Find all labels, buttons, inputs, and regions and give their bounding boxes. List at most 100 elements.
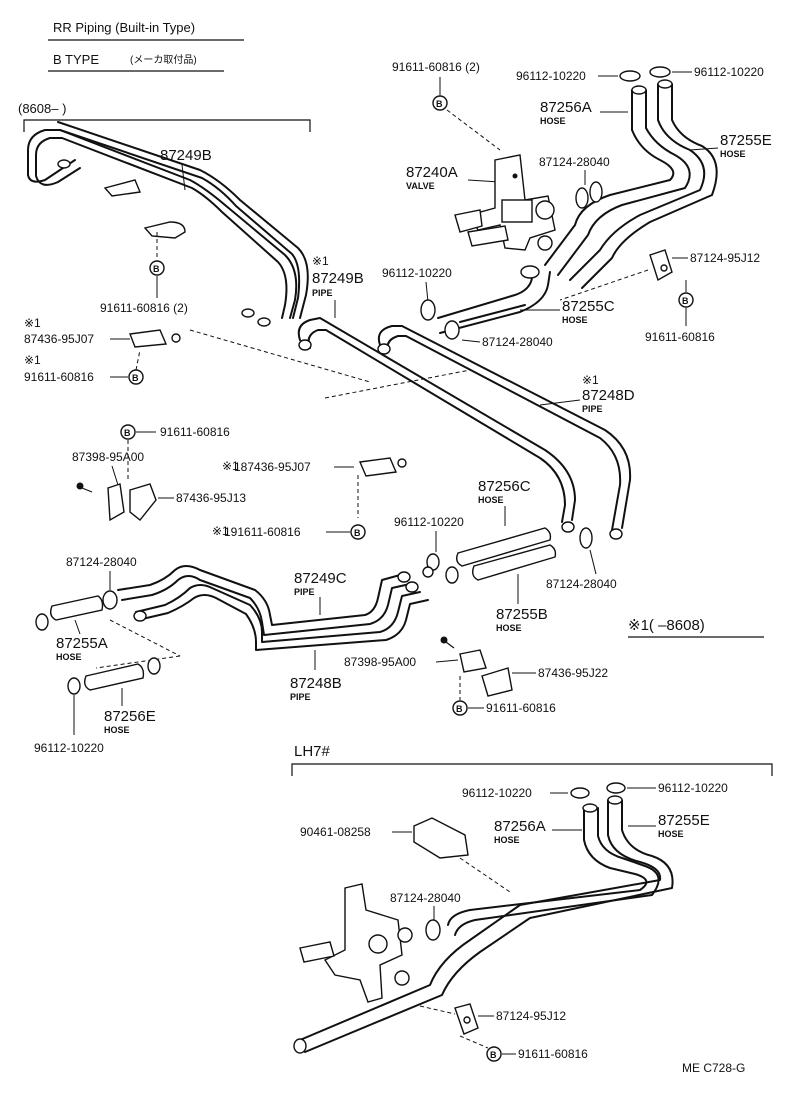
label-87124-28040-d: 87124-28040 — [66, 555, 137, 569]
label-87249b-upper: 87249B — [160, 147, 212, 164]
label-87436-95j07-left: 87436-95J07 — [24, 332, 94, 346]
range-lower: ※1( –8608) — [628, 617, 705, 634]
label-87124-95j12-top: 87124-95J12 — [690, 251, 760, 265]
label-96112-10220-c: 96112-10220 — [394, 515, 464, 529]
label-87124-28040-c: 87124-28040 — [546, 577, 617, 591]
type-label: B TYPE — [53, 52, 99, 67]
label-96112-10220-tr: 96112-10220 — [694, 65, 764, 79]
label-96112-10220-tl: 96112-10220 — [516, 69, 586, 83]
svg-text:HOSE: HOSE — [562, 315, 588, 325]
svg-text:B: B — [132, 373, 139, 383]
svg-text:B: B — [153, 264, 160, 274]
label-91611-60816-c: 91611-60816 — [160, 425, 230, 439]
hose-87255b — [471, 544, 557, 581]
pipe-87249c-87248b — [117, 565, 429, 651]
range-lh7: LH7# — [294, 743, 331, 760]
label-87240a: 87240A — [406, 164, 458, 181]
svg-text:※1: ※1 — [212, 524, 229, 538]
label-87255b: 87255B — [496, 606, 548, 623]
bracket-87436-95j13 — [107, 483, 125, 522]
clamp-87436-95j07 — [129, 329, 168, 348]
label-87248d: 87248D — [582, 387, 635, 404]
svg-text:B: B — [456, 704, 463, 714]
range-upper: (8608– ) — [18, 101, 66, 116]
svg-text:HOSE: HOSE — [720, 149, 746, 159]
svg-text:※1: ※1 — [222, 459, 239, 473]
hose-87256a-87255e — [544, 79, 718, 289]
svg-text:※1: ※1 — [582, 373, 599, 387]
label-87255c: 87255C — [562, 298, 615, 315]
svg-text:HOSE: HOSE — [56, 652, 82, 662]
label-87124-28040-b: 87124-28040 — [482, 335, 553, 349]
range-upper-bracket — [23, 119, 311, 132]
pipe-87249b-upper — [27, 121, 309, 327]
label-87255a: 87255A — [56, 635, 108, 652]
hose-87256e — [67, 657, 161, 695]
label-96112-10220-bl: 96112-10220 — [34, 741, 104, 755]
label-87256a-lh: 87256A — [494, 818, 546, 835]
label-87436-95j07-mid: 187436-95J07 — [234, 460, 311, 474]
svg-text:※1: ※1 — [312, 254, 329, 268]
pipe-87248d — [297, 317, 632, 540]
bracket-87436-95j22 — [481, 667, 513, 697]
svg-text:HOSE: HOSE — [478, 495, 504, 505]
label-91611-60816-mid: 191611-60816 — [224, 525, 301, 539]
label-96112-10220-lh-l: 96112-10220 — [462, 786, 532, 800]
clip-96112-10220 — [619, 70, 641, 82]
svg-text:PIPE: PIPE — [294, 587, 315, 597]
label-91611-60816-bot: 91611-60816 — [486, 701, 556, 715]
clamp-87124-28040 — [575, 187, 589, 209]
clamp-87124-95j12 — [649, 249, 673, 282]
hose-87256c — [455, 527, 557, 581]
svg-text:B: B — [354, 528, 361, 538]
svg-text:HOSE: HOSE — [540, 116, 566, 126]
label-87256c: 87256C — [478, 478, 531, 495]
label-91611-60816-lh: 91611-60816 — [518, 1047, 588, 1061]
type-note: (メーカ取付品) — [130, 53, 197, 66]
label-87398-95a00-a: 87398-95A00 — [72, 450, 144, 464]
label-87436-95j22: 87436-95J22 — [538, 666, 608, 680]
svg-text:※1: ※1 — [24, 316, 41, 330]
diagram-title: RR Piping (Built-in Type) — [53, 20, 195, 35]
label-87124-95j12-lh: 87124-95J12 — [496, 1009, 566, 1023]
svg-text:HOSE: HOSE — [494, 835, 520, 845]
label-96112-10220-lh-r: 96112-10220 — [658, 781, 728, 795]
label-87249b-mid: 87249B — [312, 270, 364, 287]
svg-text:VALVE: VALVE — [406, 181, 435, 191]
label-91611-60816-2-top: 91611-60816 (2) — [392, 60, 480, 74]
svg-text:HOSE: HOSE — [658, 829, 684, 839]
svg-text:HOSE: HOSE — [496, 623, 522, 633]
label-90461-08258: 90461-08258 — [300, 825, 371, 839]
svg-text:PIPE: PIPE — [582, 404, 603, 414]
hose-87255c — [420, 265, 551, 340]
svg-text:B: B — [436, 99, 443, 109]
valve-lh7 — [299, 883, 413, 1003]
label-87256e: 87256E — [104, 708, 156, 725]
svg-text:PIPE: PIPE — [290, 692, 311, 702]
svg-text:B: B — [490, 1050, 497, 1060]
label-87249c: 87249C — [294, 570, 347, 587]
svg-text:PIPE: PIPE — [312, 288, 333, 298]
label-91611-60816-right: 91611-60816 — [645, 330, 715, 344]
label-87436-95j13: 87436-95J13 — [176, 491, 246, 505]
range-lh7-bracket — [291, 763, 773, 776]
label-87255e-lh: 87255E — [658, 812, 710, 829]
bolt-symbol — [149, 260, 165, 276]
hose-lh7 — [293, 795, 674, 1054]
svg-text:B: B — [124, 428, 131, 438]
valve-87240a — [454, 154, 556, 251]
svg-text:※1: ※1 — [24, 353, 41, 367]
svg-text:B: B — [682, 296, 689, 306]
label-91611-60816-left: 91611-60816 — [24, 370, 94, 384]
hose-87255a — [35, 595, 104, 631]
label-91611-60816-2-left: 91611-60816 (2) — [100, 301, 188, 315]
label-87124-28040-lh: 87124-28040 — [390, 891, 461, 905]
label-87256a: 87256A — [540, 99, 592, 116]
label-96112-10220-mid: 96112-10220 — [382, 266, 452, 280]
diagram-code: ME C728-G — [682, 1061, 745, 1075]
svg-text:HOSE: HOSE — [104, 725, 130, 735]
label-87248b: 87248B — [290, 675, 342, 692]
label-87255e: 87255E — [720, 132, 772, 149]
label-87398-95a00-b: 87398-95A00 — [344, 655, 416, 669]
